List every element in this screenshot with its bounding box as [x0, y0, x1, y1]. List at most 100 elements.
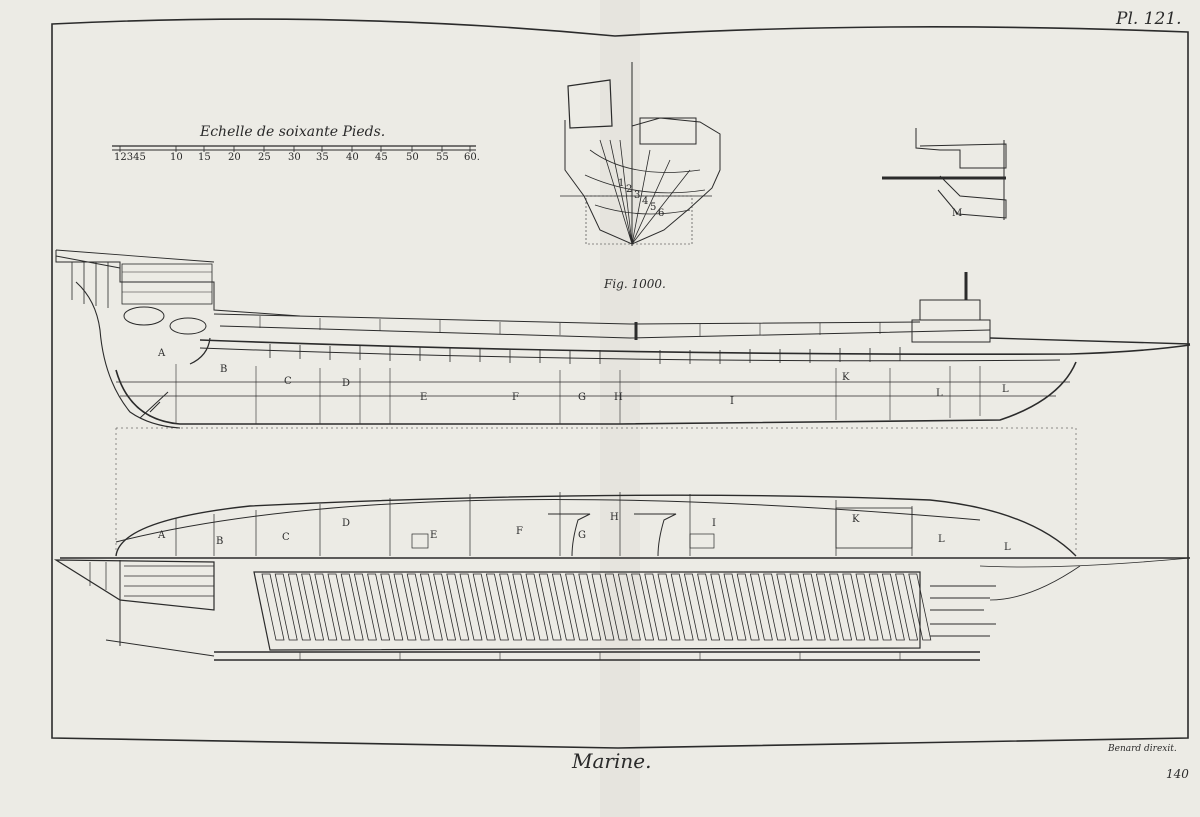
rowing-bench	[406, 573, 430, 641]
plan-label: C	[282, 532, 290, 543]
rowing-bench	[683, 573, 707, 641]
rowing-bench	[749, 573, 773, 641]
plan-label: B	[216, 536, 223, 547]
rowing-bench	[525, 573, 549, 641]
rowing-bench	[274, 573, 298, 641]
figure-caption: Fig. 1000.	[603, 277, 666, 291]
elevation-label: F	[512, 392, 519, 403]
plan-label: K	[852, 514, 860, 525]
scale-tick-label: 40	[346, 152, 359, 163]
rowing-bench	[908, 573, 932, 641]
rowing-bench	[802, 573, 826, 641]
scale-tick-label: 25	[258, 152, 271, 163]
rowing-bench	[380, 573, 404, 641]
plan-label: H	[610, 512, 619, 523]
scale-tick-label: 50	[406, 152, 419, 163]
scale-title: Echelle de soixante Pieds.	[199, 124, 385, 140]
rowing-bench	[895, 573, 919, 641]
rowing-bench	[591, 573, 615, 641]
scale-tick-label: 55	[436, 152, 449, 163]
rowing-bench	[815, 573, 839, 641]
elevation-label: L	[1002, 384, 1009, 395]
scale-tick-label: 35	[316, 152, 329, 163]
rowing-bench	[393, 573, 417, 641]
elevation-label: L	[936, 388, 943, 399]
rowing-bench	[485, 573, 509, 641]
elevation-label: D	[342, 378, 350, 389]
rowing-bench	[868, 573, 892, 641]
rowing-bench	[697, 573, 721, 641]
rowing-bench	[419, 573, 443, 641]
rowing-bench	[604, 573, 628, 641]
rowing-bench	[367, 573, 391, 641]
oar-benches	[261, 573, 932, 641]
section-label: 3	[634, 190, 640, 201]
elevation-label: G	[578, 392, 586, 403]
page-number: 140	[1166, 767, 1189, 781]
rowing-bench	[472, 573, 496, 641]
rowing-bench	[446, 573, 470, 641]
detail-label-m: M	[952, 208, 962, 219]
plate-number: Pl. 121.	[1115, 9, 1182, 29]
rowing-bench	[670, 573, 694, 641]
plan-label: I	[712, 518, 716, 529]
rowing-bench	[657, 573, 681, 641]
plan-label: E	[430, 530, 437, 541]
rowing-bench	[538, 573, 562, 641]
rowing-bench	[631, 573, 655, 641]
rowing-bench	[644, 573, 668, 641]
elevation-label: A	[157, 348, 166, 359]
plate-border	[51, 18, 1189, 749]
elevation-label: K	[842, 372, 850, 383]
rowing-bench	[855, 573, 879, 641]
plan-label: D	[342, 518, 350, 529]
scale-tick-label: 45	[375, 152, 388, 163]
rowing-bench	[314, 573, 338, 641]
elevation-label: H	[614, 392, 623, 403]
subject-caption: Marine.	[571, 749, 651, 773]
elevation-label: E	[420, 392, 427, 403]
rowing-bench	[829, 573, 853, 641]
rowing-bench	[459, 573, 483, 641]
plan-label: G	[578, 530, 586, 541]
rowing-bench	[565, 573, 589, 641]
section-label: 2	[626, 184, 632, 195]
scale-tick-label: 60.	[464, 152, 480, 163]
rowing-bench	[789, 573, 813, 641]
scale-tick-label: 30	[288, 152, 301, 163]
plan-label: L	[1004, 542, 1011, 553]
elevation-label: C	[284, 376, 292, 387]
rowing-bench	[710, 573, 734, 641]
rowing-bench	[842, 573, 866, 641]
section-label: 1	[618, 178, 624, 189]
rowing-bench	[763, 573, 787, 641]
engraver-credit: Benard direxit.	[1107, 744, 1177, 754]
rowing-bench	[340, 573, 364, 641]
rowing-bench	[723, 573, 747, 641]
section-label: 5	[650, 202, 656, 213]
section-label: 6	[658, 208, 664, 219]
rowing-bench	[578, 573, 602, 641]
rowing-bench	[353, 573, 377, 641]
rowing-bench	[287, 573, 311, 641]
rowing-bench	[736, 573, 760, 641]
rowing-bench	[433, 573, 457, 641]
scale-tick-label: 12345	[114, 152, 146, 163]
rowing-bench	[301, 573, 325, 641]
rowing-bench	[881, 573, 905, 641]
rowing-bench	[499, 573, 523, 641]
scale-tick-label: 10	[170, 152, 183, 163]
rowing-bench	[776, 573, 800, 641]
rowing-bench	[327, 573, 351, 641]
scale-tick-label: 20	[228, 152, 241, 163]
rowing-bench	[512, 573, 536, 641]
oar-deck	[53, 557, 1191, 661]
